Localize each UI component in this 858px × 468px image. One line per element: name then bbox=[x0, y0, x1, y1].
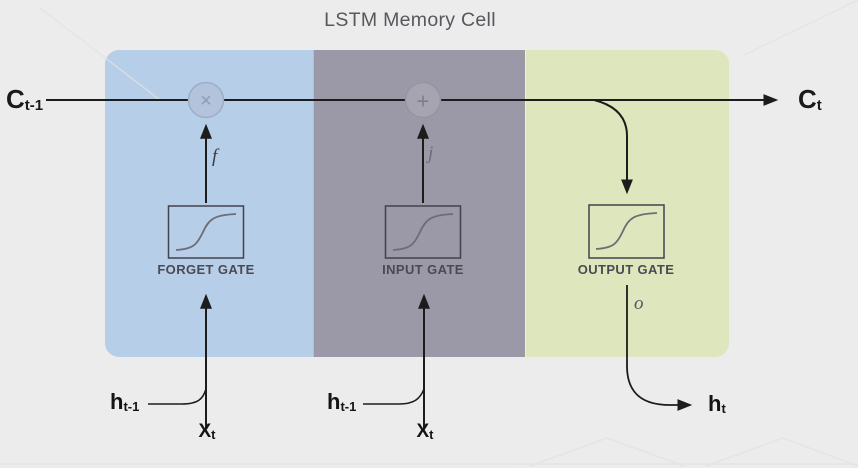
cell-state-input-label: Ct-1 bbox=[6, 84, 43, 115]
x-main: X bbox=[198, 421, 212, 442]
forget-hidden-input-line bbox=[148, 388, 207, 405]
output-gate-name: OUTPUT GATE bbox=[577, 262, 675, 277]
forget-gate-name: FORGET GATE bbox=[157, 262, 255, 277]
hidden-sub: t-1 bbox=[123, 399, 140, 414]
forget-x-input-label: Xt bbox=[198, 421, 215, 443]
sigmoid-icon bbox=[392, 213, 454, 251]
hidden-output-label: ht bbox=[708, 391, 726, 417]
input-x-input-label: Xt bbox=[416, 421, 433, 443]
cell-state-output-main: C bbox=[798, 84, 817, 114]
input-hidden-input-label: ht-1 bbox=[327, 389, 356, 415]
hidden-main: h bbox=[327, 389, 341, 414]
sigmoid-icon bbox=[175, 213, 237, 251]
input-signal-label: j bbox=[428, 143, 434, 164]
sigmoid-boxes bbox=[167, 204, 665, 259]
hidden-out-sub: t bbox=[721, 401, 726, 416]
cell-state-to-output-gate-arrow bbox=[593, 99, 633, 195]
forget-gate-box bbox=[167, 205, 245, 259]
add-operator-circle bbox=[404, 81, 442, 119]
sigmoid-icon bbox=[595, 212, 658, 250]
diagram-title: LSTM Memory Cell bbox=[324, 9, 496, 31]
hidden-main: h bbox=[110, 389, 124, 414]
forget-hidden-input-label: ht-1 bbox=[110, 389, 139, 415]
input-gate-box bbox=[384, 205, 462, 259]
output-gate-box bbox=[588, 204, 665, 259]
cell-state-output-sub: t bbox=[816, 97, 822, 114]
sigmoid-curves bbox=[175, 212, 658, 251]
multiply-operator-circle bbox=[187, 81, 225, 119]
hidden-sub: t-1 bbox=[340, 399, 357, 414]
x-sub: t bbox=[211, 427, 216, 442]
output-to-hidden-arrow bbox=[626, 285, 693, 411]
input-gate-name: INPUT GATE bbox=[382, 262, 464, 277]
cell-state-output-label: Ct bbox=[798, 84, 822, 115]
cell-state-input-sub: t-1 bbox=[24, 97, 44, 114]
x-main: X bbox=[416, 421, 430, 442]
x-sub: t bbox=[429, 427, 434, 442]
input-hidden-input-line bbox=[363, 388, 425, 405]
forget-signal-label: f bbox=[212, 146, 218, 167]
multiply-operator-icon: × bbox=[200, 90, 212, 112]
add-operator-icon: + bbox=[417, 89, 430, 114]
hidden-out-main: h bbox=[708, 391, 722, 416]
output-signal-label: o bbox=[634, 293, 644, 314]
cell-state-input-main: C bbox=[6, 84, 25, 114]
